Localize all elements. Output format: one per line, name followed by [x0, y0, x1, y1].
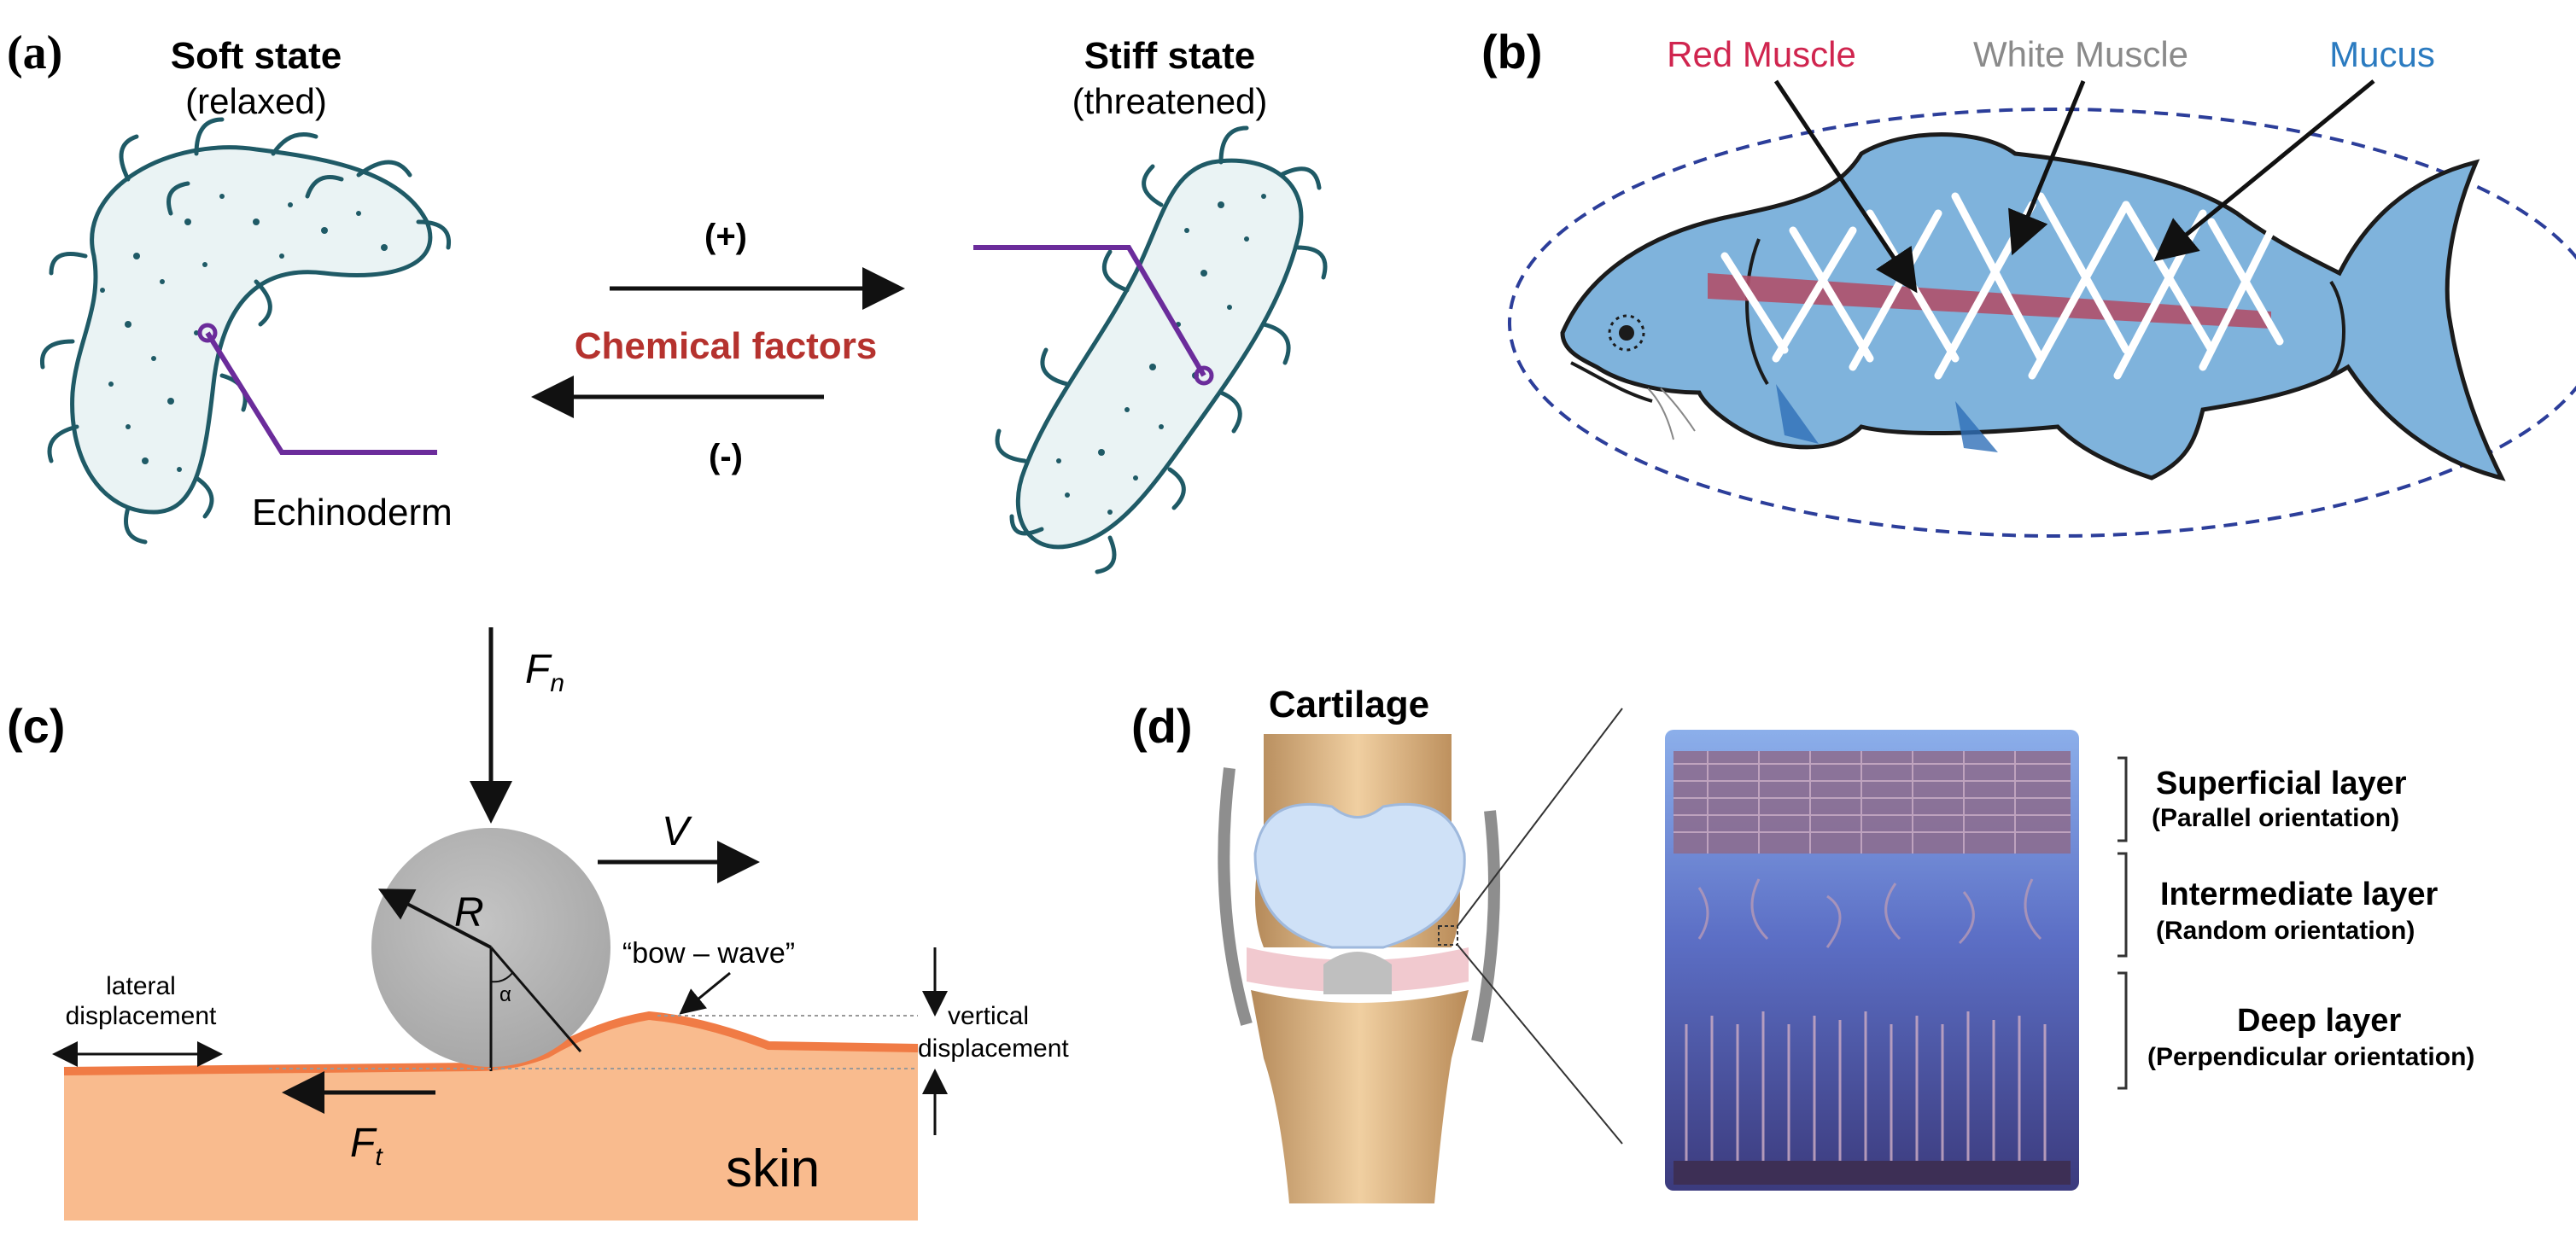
panel-a: (a) Soft state (relaxed) Echinod [7, 26, 1328, 574]
intermediate-layer-sub: (Random orientation) [2156, 917, 2415, 945]
intermediate-layer-label: Intermediate layer [2160, 877, 2438, 912]
radius-arrow [377, 889, 492, 949]
panel-d: (d) Cartilage [1131, 684, 2474, 1203]
cartilage-title: Cartilage [1269, 684, 1429, 725]
minus-label: (-) [709, 438, 743, 475]
stiff-state-subtitle: (threatened) [1072, 81, 1268, 121]
stiff-pointer-line [973, 245, 1206, 377]
deep-layer-sub: (Perpendicular orientation) [2147, 1043, 2474, 1071]
zoom-line-top [1457, 708, 1623, 927]
cartilage-cube [1665, 730, 2079, 1191]
panel-b: (b) Red Muscle White Muscle [1481, 25, 2576, 538]
mucus-label: Mucus [2329, 34, 2435, 74]
lateral-label-2: displacement [66, 1002, 217, 1030]
white-muscle-label: White Muscle [1973, 34, 2188, 74]
zoom-line-bottom [1457, 944, 1623, 1145]
soft-state-title: Soft state [171, 35, 342, 77]
bow-wave-label: “bow – wave” [622, 937, 795, 970]
deep-layer-label: Deep layer [2237, 1003, 2401, 1039]
soft-echinoderm-illustration [39, 117, 452, 545]
stiff-pointer-dot [1194, 365, 1214, 386]
ball-contact-line [489, 947, 582, 1052]
white-muscle-arrow [2008, 80, 2086, 256]
panel-b-tag: (b) [1481, 25, 1543, 79]
normal-force-label: Fn [525, 647, 564, 697]
mucus-boundary [1508, 108, 2576, 538]
mucus-arrow [2153, 79, 2375, 262]
knee-illustration [1218, 734, 1500, 1203]
red-muscle-arrow [1773, 79, 1918, 294]
alpha-label: α [499, 983, 511, 1006]
stiff-echinoderm-illustration [995, 125, 1328, 574]
velocity-label: V [662, 809, 692, 854]
vertical-label-1: vertical [948, 1002, 1029, 1030]
fish-illustration [1560, 132, 2506, 481]
lateral-label-1: lateral [106, 972, 176, 1000]
superficial-layer-sub: (Parallel orientation) [2152, 804, 2399, 832]
vertical-label-2: displacement [918, 1034, 1069, 1063]
echinoderm-label: Echinoderm [252, 492, 453, 533]
bow-wave-arrow [679, 971, 731, 1015]
chemical-factors-label: Chemical factors [575, 325, 878, 367]
skin-block [64, 1016, 918, 1221]
panel-a-tag: (a) [7, 26, 62, 79]
stiff-state-title: Stiff state [1084, 35, 1255, 77]
soft-pointer-line [205, 331, 437, 455]
skin-label: skin [726, 1139, 820, 1198]
panel-d-tag: (d) [1131, 699, 1193, 753]
soft-pointer-dot [197, 323, 218, 343]
superficial-layer-label: Superficial layer [2156, 766, 2407, 801]
panel-c-tag: (c) [7, 699, 65, 753]
radius-label: R [454, 890, 484, 935]
soft-state-subtitle: (relaxed) [185, 81, 327, 121]
panel-c: (c) skin R α Fn V “bow – wave” vertical … [7, 627, 1069, 1221]
red-muscle-label: Red Muscle [1667, 34, 1856, 74]
plus-label: (+) [704, 218, 747, 255]
friction-force-label: Ft [350, 1121, 383, 1171]
